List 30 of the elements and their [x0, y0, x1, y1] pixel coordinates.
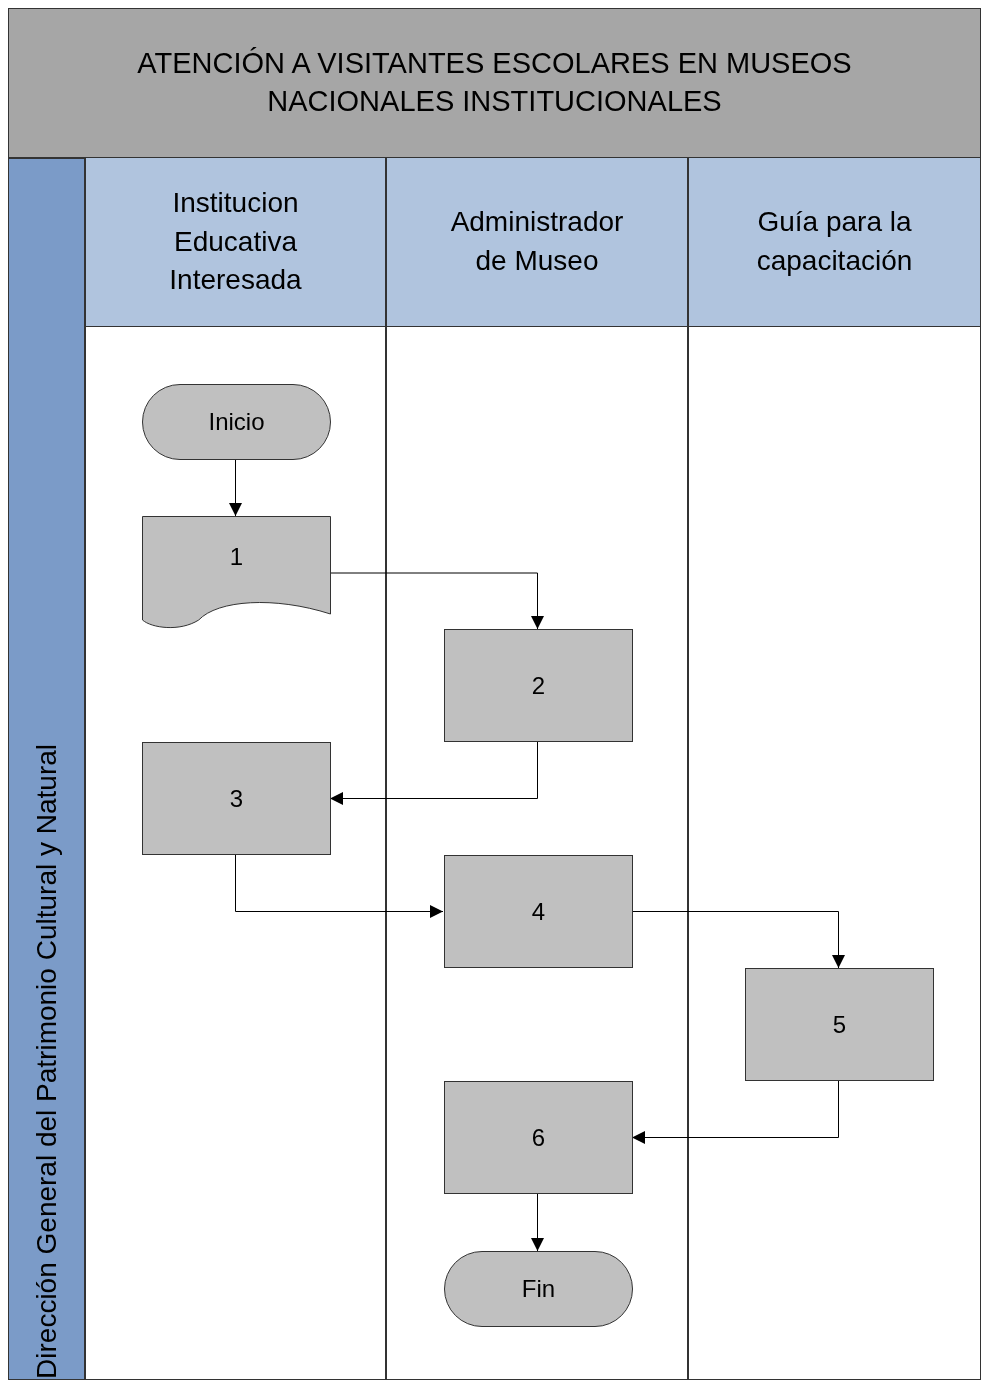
swimlane [386, 158, 688, 1380]
step-number: 3 [229, 784, 244, 813]
step-number: 5 [832, 1010, 847, 1039]
swimlane [688, 158, 981, 1380]
swimlane [85, 158, 386, 1380]
arrow [531, 1193, 544, 1252]
step-number: 2 [531, 671, 546, 700]
lane-header: Guía para la capacitación [689, 158, 980, 327]
process-box [444, 629, 633, 742]
step-number: 4 [531, 897, 546, 926]
step-number: 6 [531, 1123, 546, 1152]
lane-header: Administrador de Museo [387, 158, 687, 327]
process-box [142, 742, 331, 855]
arrow [631, 911, 845, 969]
document-shape [142, 516, 331, 630]
arrow [631, 1080, 839, 1144]
process-box [745, 968, 934, 1081]
arrow [329, 572, 544, 630]
diagram-title: ATENCIÓN A VISITANTES ESCOLARES EN MUSEOS NACIONALES INSTITUCIONALES [136, 46, 853, 119]
terminal-label: Inicio [208, 408, 265, 436]
terminal-label: Fin [521, 1275, 556, 1303]
pool-band [8, 158, 85, 1380]
arrow [235, 854, 444, 918]
lane-header: Institucion Educativa Interesada [86, 158, 385, 327]
step-number: 1 [229, 543, 244, 571]
arrow [229, 459, 242, 517]
pool-label: Dirección General del Patrimonio Cultural y Natural [30, 744, 63, 1379]
process-box [444, 1081, 633, 1194]
arrow [329, 741, 538, 805]
process-box [444, 855, 633, 968]
